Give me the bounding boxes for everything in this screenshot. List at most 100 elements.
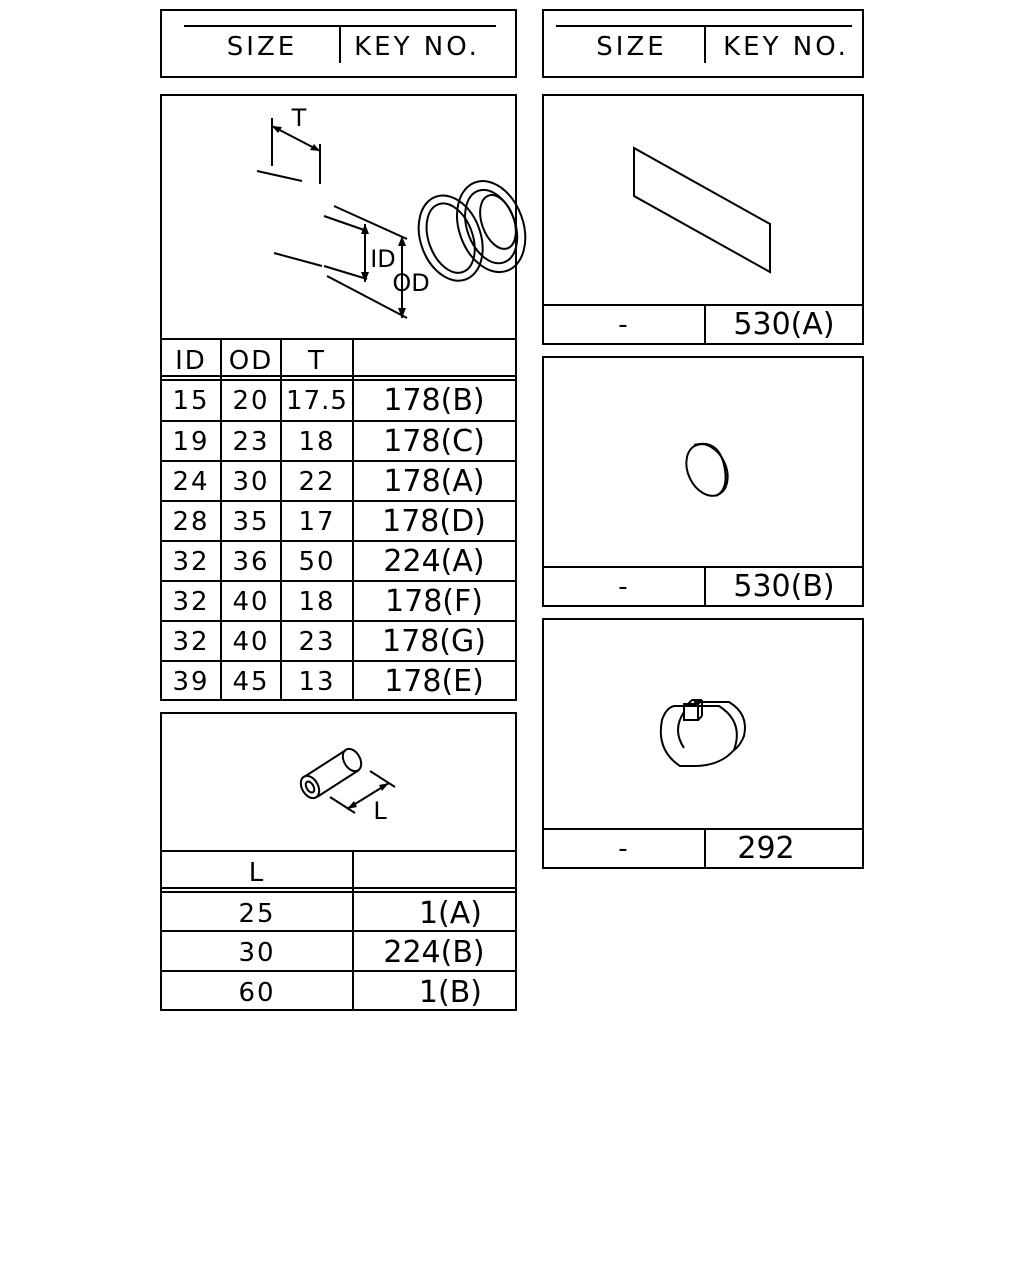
table-rule (162, 660, 515, 662)
key-cell: 178(A) (383, 464, 485, 499)
t-cell: 23 (298, 627, 336, 657)
table-row: 30 224(B) (162, 931, 515, 971)
part-card-plug: - 530(B) (542, 356, 864, 607)
column-divider (352, 850, 354, 1009)
table-rule (162, 379, 515, 381)
key-cell: 178(E) (384, 664, 484, 699)
key-no-header: KEY NO. (723, 32, 849, 62)
t-cell: 17.5 (286, 386, 348, 416)
t-dimension-label: T (291, 104, 307, 132)
part-card-clip: - 292 (542, 618, 864, 869)
column-header-od: OD (228, 346, 274, 376)
table-rule (162, 970, 515, 972)
table-rule (162, 500, 515, 502)
key-cell: 1(A) (418, 896, 482, 931)
table-rule (162, 338, 515, 340)
column-header-id: ID (175, 346, 207, 376)
table-row: 60 1(B) (162, 971, 515, 1011)
key-cell: 530(B) (733, 569, 835, 604)
od-cell: 45 (232, 667, 270, 697)
table-row: 32 40 23 178(G) (162, 621, 515, 661)
table-row: 24 30 22 178(A) (162, 461, 515, 501)
id-cell: 19 (172, 427, 210, 457)
column-divider (220, 338, 222, 699)
tube-table: L L 25 1(A) 30 224(B) 60 1(B) (160, 712, 517, 1011)
id-cell: 32 (172, 627, 210, 657)
column-divider (352, 338, 354, 699)
table-row: 28 35 17 178(D) (162, 501, 515, 541)
key-cell: 224(B) (383, 935, 485, 970)
l-cell: 60 (238, 978, 276, 1008)
table-rule (162, 887, 515, 889)
table-rule (162, 930, 515, 932)
t-cell: 18 (298, 427, 336, 457)
size-cell: - (618, 310, 630, 340)
table-rule (162, 420, 515, 422)
column-divider (704, 304, 706, 343)
od-cell: 40 (232, 587, 270, 617)
column-header-t: T (308, 346, 326, 376)
header-divider (704, 25, 706, 63)
size-cell: - (618, 834, 630, 864)
key-cell: 178(C) (383, 424, 485, 459)
size-cell: - (618, 572, 630, 602)
left-header-box: SIZE KEY NO. (160, 9, 517, 78)
round-plug-icon (685, 442, 729, 497)
grommet-table: T ID OD ID OD T 15 20 17.5 178(B) 19 23 … (160, 94, 527, 701)
id-cell: 32 (172, 587, 210, 617)
oval-clip-icon (659, 699, 746, 767)
od-cell: 23 (232, 427, 270, 457)
id-cell: 32 (172, 547, 210, 577)
l-cell: 25 (238, 899, 276, 929)
t-cell: 22 (298, 467, 336, 497)
key-cell: 178(F) (385, 584, 483, 619)
column-divider (280, 338, 282, 699)
t-cell: 13 (298, 667, 336, 697)
header-divider (339, 25, 341, 63)
t-cell: 17 (298, 507, 336, 537)
key-cell: 224(A) (383, 544, 485, 579)
table-rule (544, 304, 862, 306)
table-rule (544, 828, 862, 830)
l-dimension-label: L (373, 797, 387, 825)
key-cell: 178(G) (382, 624, 486, 659)
table-row: 15 20 17.5 178(B) (162, 380, 515, 420)
table-rule (162, 540, 515, 542)
key-cell: 530(A) (733, 307, 835, 342)
key-cell: 292 (737, 831, 795, 866)
t-cell: 50 (298, 547, 336, 577)
table-row: 32 36 50 224(A) (162, 541, 515, 581)
column-divider (704, 828, 706, 867)
key-cell: 1(B) (418, 975, 482, 1010)
table-rule (162, 850, 515, 852)
key-cell: 178(B) (383, 383, 485, 418)
od-cell: 20 (232, 386, 270, 416)
od-cell: 30 (232, 467, 270, 497)
table-row: 19 23 18 178(C) (162, 421, 515, 461)
column-divider (704, 566, 706, 605)
size-header: SIZE (226, 32, 298, 62)
id-cell: 15 (172, 386, 210, 416)
l-cell: 30 (238, 938, 276, 968)
table-rule (162, 891, 515, 893)
grommet-icon (256, 118, 527, 319)
t-cell: 18 (298, 587, 336, 617)
table-rule (544, 566, 862, 568)
column-header-l: L (248, 858, 266, 888)
id-cell: 28 (172, 507, 210, 537)
id-dimension-label: ID (370, 245, 396, 273)
size-header: SIZE (596, 32, 667, 62)
key-no-header: KEY NO. (354, 32, 480, 62)
od-cell: 35 (232, 507, 270, 537)
key-cell: 178(D) (382, 504, 486, 539)
tube-icon (299, 747, 396, 814)
id-cell: 39 (172, 667, 210, 697)
table-rule (162, 460, 515, 462)
table-rule (162, 375, 515, 377)
od-cell: 36 (232, 547, 270, 577)
table-row: 25 1(A) (162, 892, 515, 932)
part-card-sheet: - 530(A) (542, 94, 864, 345)
id-cell: 24 (172, 467, 210, 497)
table-row: 32 40 18 178(F) (162, 581, 515, 621)
table-row: 39 45 13 178(E) (162, 661, 515, 701)
